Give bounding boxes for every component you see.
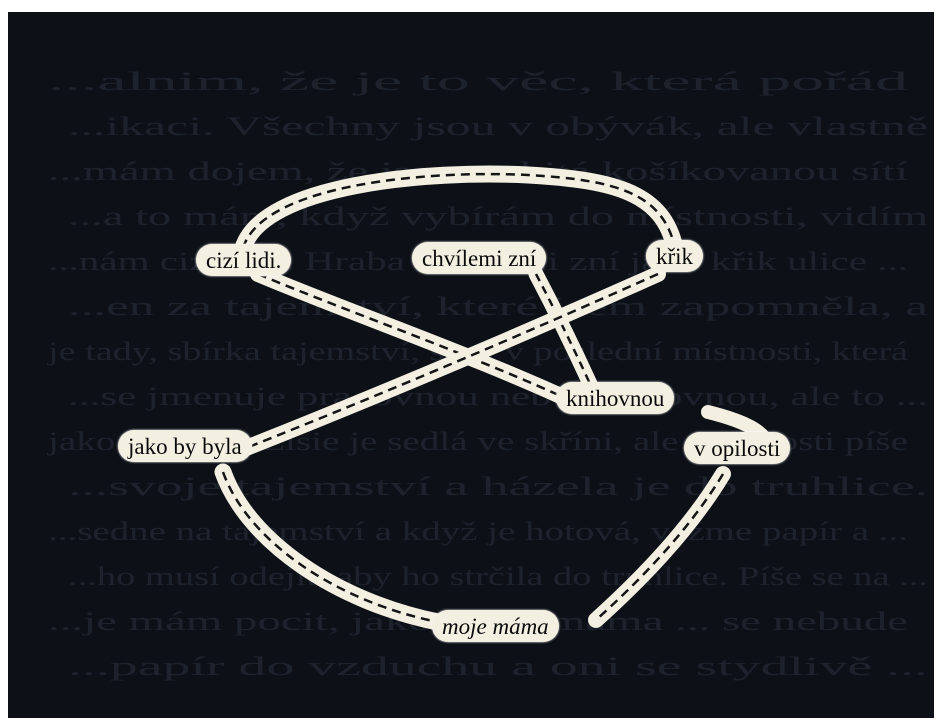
background-text-line: ...alnim, že je to věc, která pořád — [48, 67, 908, 96]
background-text-line: ...papír do vzduchu a oni se stydlivě ..… — [68, 652, 928, 681]
phrase-moje-mama: moje máma — [432, 610, 559, 642]
faded-background-text: ...alnim, že je to věc, která pořád ...ik… — [46, 67, 928, 681]
background-text-line: ...ikaci. Všechny jsou v obývák, ale vla… — [68, 112, 928, 141]
phrase-jako-by-byla: jako by byla — [118, 430, 252, 462]
phrase-chvilemi-zni: chvílemi zní — [412, 242, 546, 274]
background-text-line: ...sedne na tajemství a když je hotová, … — [48, 517, 908, 546]
phrase-knihovnou: knihovnou — [556, 382, 674, 414]
background-text-line: ...svoje tajemství a házela je do truhli… — [68, 472, 928, 501]
background-text-line: ...en za tajemství, které jsem zapomněla… — [68, 292, 929, 321]
blackout-poem-board: ...alnim, že je to věc, která pořád ...ik… — [8, 12, 934, 718]
phrase-v-opilosti: v opilosti — [684, 432, 790, 464]
background-text-line: ...se jmenuje pracovnou nebo knihovnou, … — [68, 382, 928, 411]
phrase-cizi-lidi: cizí lidi. — [196, 244, 291, 276]
phrase-krik: křik — [646, 240, 703, 272]
background-text-line: ...ho musí odejít, aby ho strčila do tru… — [68, 562, 928, 591]
background-text-line: ...a to mám, když vybírám do místnosti, … — [68, 202, 928, 231]
